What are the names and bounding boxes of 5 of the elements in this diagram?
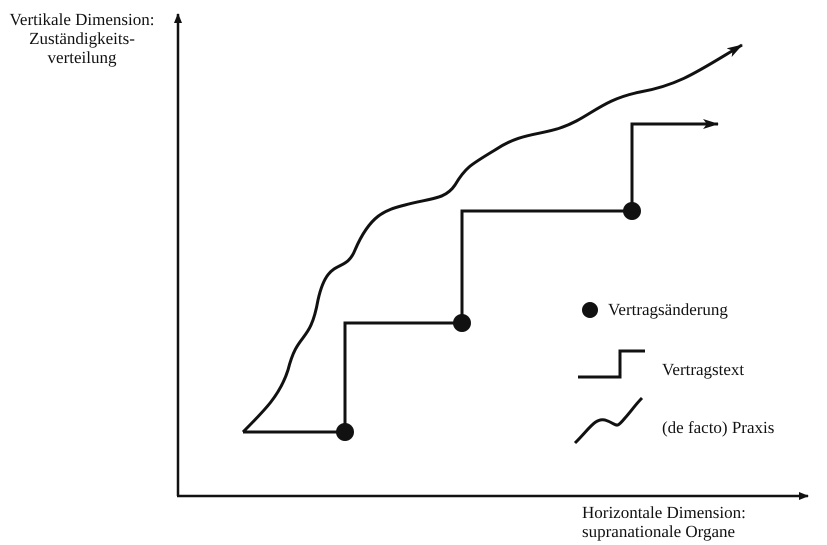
axis-title: Horizontale Dimension: supranationale Organe bbox=[582, 503, 747, 541]
legend-label: Vertragsänderung bbox=[608, 300, 728, 319]
axis-title: Vertikale Dimension: Zuständigkeits-verteilung bbox=[8, 10, 156, 67]
legend-label: (de facto) Praxis bbox=[662, 418, 774, 437]
legend-label: Vertragstext bbox=[662, 360, 744, 379]
